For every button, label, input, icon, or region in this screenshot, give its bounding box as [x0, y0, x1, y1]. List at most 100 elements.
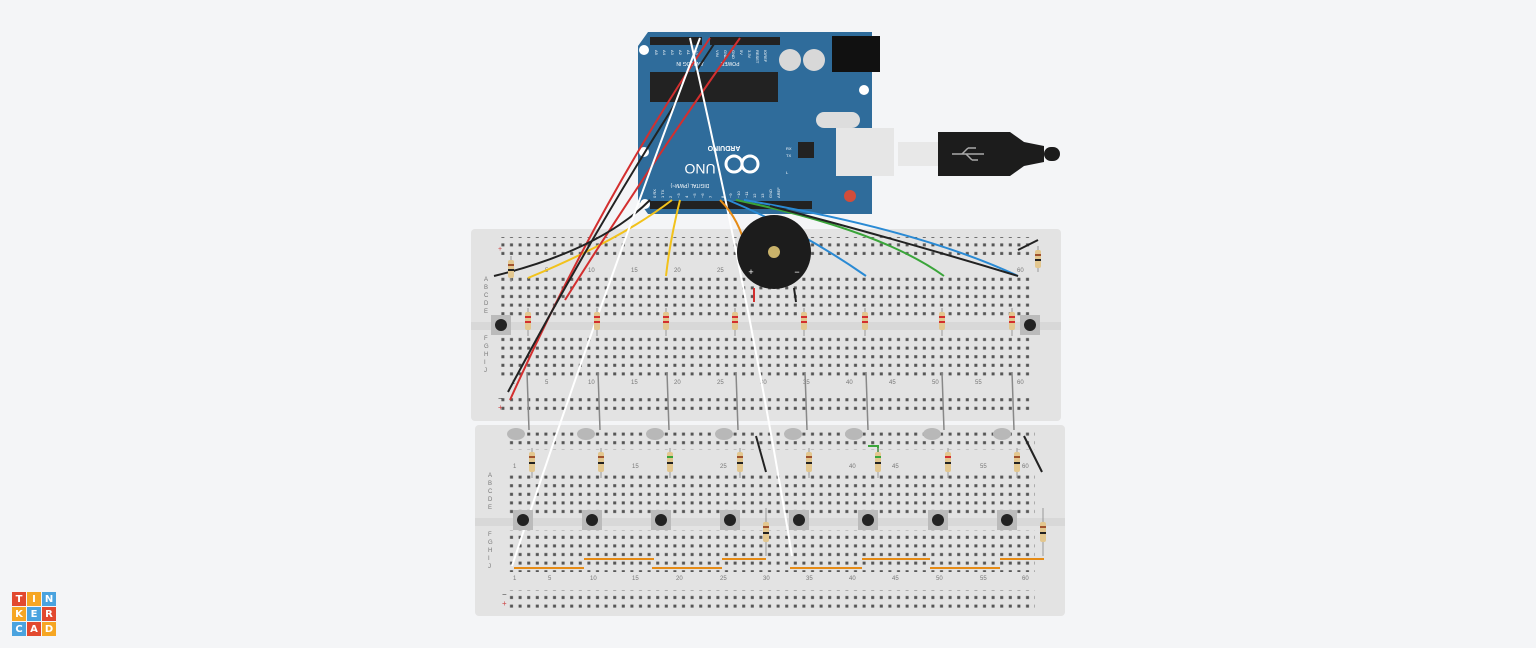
- rail-plus-label: +: [498, 403, 503, 412]
- column-number: 25: [720, 464, 727, 470]
- row-letter: C: [484, 293, 489, 299]
- push-button[interactable]: [491, 315, 511, 335]
- push-button[interactable]: [1020, 315, 1040, 335]
- resistor[interactable]: [875, 448, 881, 478]
- push-button[interactable]: [651, 510, 671, 530]
- push-button[interactable]: [513, 510, 533, 530]
- pin-label: ~6: [700, 193, 705, 198]
- resistor[interactable]: [862, 308, 868, 336]
- l-led-label: L: [786, 170, 789, 175]
- column-number: 15: [632, 576, 639, 582]
- top-push-buttons[interactable]: [491, 315, 1040, 335]
- row-letter: B: [488, 481, 492, 487]
- column-number: 60: [1017, 380, 1024, 386]
- top-resistors[interactable]: [508, 246, 1041, 336]
- led[interactable]: [993, 371, 1015, 440]
- resistor[interactable]: [525, 308, 531, 336]
- led[interactable]: [646, 371, 670, 440]
- resistor[interactable]: [1009, 308, 1015, 336]
- resistor[interactable]: [1035, 246, 1041, 272]
- pin-label: 12: [752, 193, 757, 198]
- led[interactable]: [715, 371, 739, 440]
- board-model: UNO: [684, 161, 715, 177]
- resistor[interactable]: [663, 308, 669, 336]
- column-number: 30: [760, 380, 767, 386]
- analog-header[interactable]: [650, 37, 702, 45]
- capacitor: [779, 49, 801, 71]
- resistor[interactable]: [737, 448, 743, 478]
- pin-label: ~9: [728, 193, 733, 198]
- resistor[interactable]: [763, 508, 769, 556]
- resistor[interactable]: [1040, 508, 1046, 556]
- breadboard-bottom[interactable]: + − A B C D E F G H I J 1 15 25 40 45 55…: [475, 425, 1065, 616]
- column-number: 60: [1022, 464, 1029, 470]
- column-number: 20: [676, 576, 683, 582]
- row-letter: G: [484, 344, 489, 350]
- usb-port[interactable]: [836, 128, 894, 176]
- usb-cable[interactable]: [898, 132, 1060, 176]
- resistor[interactable]: [801, 308, 807, 336]
- resistor[interactable]: [508, 256, 514, 282]
- pin-label: A0: [694, 50, 699, 56]
- row-letter: D: [488, 497, 493, 503]
- push-button[interactable]: [720, 510, 740, 530]
- resistor[interactable]: [667, 448, 673, 478]
- column-number: 15: [632, 464, 639, 470]
- row-letter: C: [488, 489, 493, 495]
- power-rail-top[interactable]: [505, 432, 1035, 450]
- push-button[interactable]: [789, 510, 809, 530]
- push-button[interactable]: [928, 510, 948, 530]
- led[interactable]: [784, 371, 808, 440]
- rail-minus-label: −: [502, 590, 507, 599]
- rail-plus-label: +: [498, 246, 502, 253]
- row-letter: J: [484, 368, 487, 374]
- pin-label: GND: [723, 50, 728, 59]
- power-rail-bottom[interactable]: [505, 590, 1035, 608]
- led[interactable]: [507, 371, 530, 440]
- arduino-uno-board[interactable]: ARDUINO UNO ANALOG IN POWER DIGITAL (PWM…: [638, 32, 894, 214]
- bottom-resistors[interactable]: [529, 448, 1046, 556]
- column-number: 35: [806, 576, 813, 582]
- resistor[interactable]: [529, 448, 535, 478]
- led-row[interactable]: [507, 371, 1015, 440]
- column-number: 15: [631, 268, 638, 274]
- rail-minus-label: −: [498, 394, 503, 403]
- logo-letter: C: [12, 622, 26, 636]
- bottom-push-buttons[interactable]: [513, 510, 1017, 530]
- arduino-logo-icon: [724, 154, 760, 174]
- column-number: 1: [512, 380, 516, 386]
- terminal-strip-f-j[interactable]: [505, 530, 1035, 572]
- rx-led-label: RX: [786, 146, 792, 151]
- column-number: 50: [932, 380, 939, 386]
- tinkercad-logo[interactable]: T I N K E R C A D: [12, 592, 56, 636]
- led[interactable]: [845, 371, 869, 440]
- resistor[interactable]: [1014, 448, 1020, 478]
- push-button[interactable]: [582, 510, 602, 530]
- push-button[interactable]: [858, 510, 878, 530]
- resistor[interactable]: [945, 448, 951, 478]
- resistor[interactable]: [598, 448, 604, 478]
- led[interactable]: [923, 371, 945, 440]
- push-button[interactable]: [997, 510, 1017, 530]
- orange-jumper-wires[interactable]: [514, 558, 1044, 569]
- resistor[interactable]: [939, 308, 945, 336]
- terminal-strip-a-e[interactable]: [505, 472, 1035, 514]
- column-number: 1: [513, 576, 517, 582]
- capacitor: [803, 49, 825, 71]
- pin-label: A1: [686, 50, 691, 56]
- column-number: 40: [849, 464, 856, 470]
- reset-button[interactable]: [844, 190, 856, 202]
- piezo-buzzer[interactable]: + −: [737, 215, 811, 289]
- power-header[interactable]: [710, 37, 780, 45]
- resistor[interactable]: [732, 308, 738, 336]
- pin-label: 4: [684, 195, 689, 198]
- resistor[interactable]: [594, 308, 600, 336]
- row-letter: G: [488, 540, 493, 546]
- pin-label: ~3: [676, 193, 681, 198]
- resistor[interactable]: [806, 448, 812, 478]
- jumper-wires[interactable]: [493, 37, 1043, 567]
- digital-header[interactable]: [650, 201, 812, 209]
- power-jack[interactable]: [832, 36, 880, 72]
- led[interactable]: [577, 371, 601, 440]
